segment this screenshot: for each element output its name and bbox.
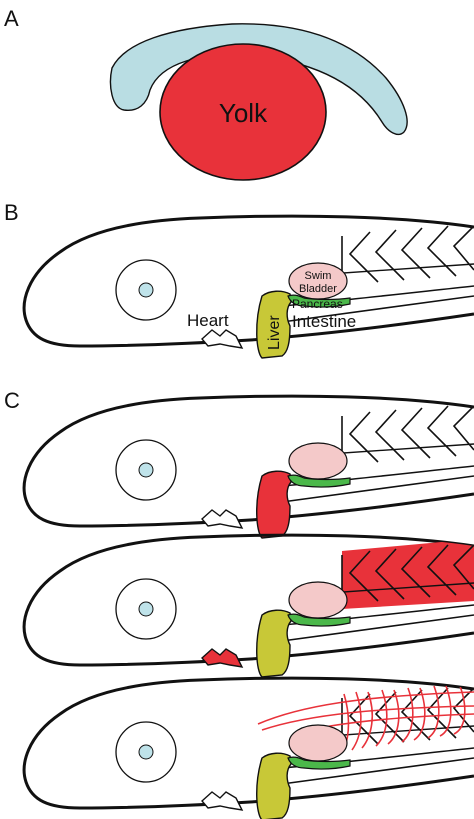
fish-body-outline: [22, 676, 474, 810]
pancreas: [287, 474, 351, 488]
fish-c-liver-highlight: [22, 394, 474, 539]
somites: [341, 405, 474, 468]
eye: [115, 578, 177, 640]
eye: [115, 721, 177, 783]
muscle-fibers: [257, 685, 474, 751]
heart-label: Heart: [187, 311, 229, 330]
panel-a-letter: A: [4, 6, 19, 31]
liver-label: Liver: [266, 315, 283, 350]
heart: [201, 329, 244, 349]
liver: [256, 470, 292, 539]
heart: [201, 648, 244, 668]
yolk: [159, 43, 327, 181]
liver: [256, 609, 292, 678]
swim-bladder: [288, 581, 348, 619]
pancreas: [287, 613, 351, 627]
pancreas: [287, 294, 351, 308]
fish-c-heart-somite-highlight: [22, 533, 474, 678]
intestine-label: Intestine: [292, 312, 356, 331]
panel-a: A Yolk: [4, 6, 408, 181]
panel-b-letter: B: [4, 200, 19, 225]
pancreas: [287, 756, 351, 770]
somites: [341, 687, 474, 750]
swim-bladder-label-line1: Swim: [305, 270, 332, 282]
fish-c-muscle-fiber-highlight: [22, 676, 474, 819]
somites: [341, 225, 474, 288]
heart: [201, 509, 244, 529]
yolk-label: Yolk: [219, 98, 268, 128]
heart: [201, 791, 244, 811]
fish-body-outline: [22, 214, 474, 348]
liver: [256, 290, 292, 359]
fish-b: Heart Liver Swim Bladder Pancreas Intest…: [22, 214, 474, 359]
swim-bladder: [288, 442, 348, 480]
liver: [256, 752, 292, 819]
swim-bladder: [288, 724, 348, 762]
swim-bladder-label-line2: Bladder: [299, 283, 337, 295]
eye: [115, 439, 177, 501]
pancreas-label: Pancreas: [292, 297, 343, 311]
eye: [115, 259, 177, 321]
embryo-band: [109, 23, 408, 136]
panel-c-letter: C: [4, 388, 20, 413]
fish-body-outline: [22, 394, 474, 528]
